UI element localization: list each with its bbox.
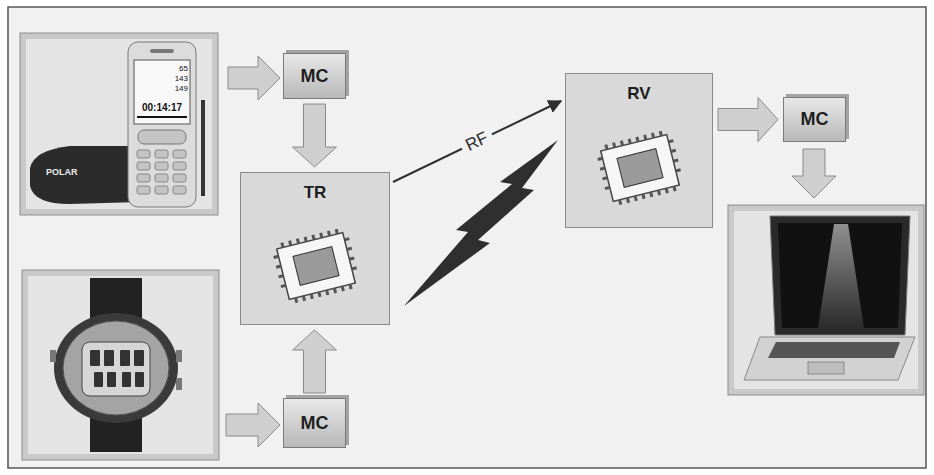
node-label: RV [627, 84, 650, 104]
display-reading: 00:14:17 [135, 102, 189, 113]
keypad [137, 150, 186, 194]
block-arrow [293, 330, 337, 393]
unit-box: TR [240, 172, 390, 325]
outer-frame [8, 7, 926, 468]
picture-frame [20, 33, 218, 215]
mc-box: MC [783, 97, 846, 142]
node-label: MC [301, 66, 329, 87]
phone-speaker [150, 49, 174, 53]
unit-ground [240, 172, 390, 325]
brand-text: POLAR [46, 167, 90, 177]
watch-button [50, 350, 56, 362]
rf-module [595, 128, 686, 207]
chest-strap [30, 146, 140, 204]
watch-case [54, 313, 178, 423]
laptop-screen [778, 223, 902, 328]
picture-frame [728, 205, 924, 395]
display-reading: 149 [158, 84, 188, 93]
mc-box: MC [283, 398, 346, 448]
watch-illustration [22, 270, 219, 460]
nav-key [138, 130, 186, 144]
picture-ground [26, 39, 212, 209]
block-arrow [293, 104, 337, 167]
screen-glow [818, 224, 864, 328]
watch-button [176, 350, 182, 362]
unit-box: RV [565, 73, 713, 228]
picture-ground [28, 276, 213, 454]
phone-body [128, 42, 196, 207]
unit-ground [565, 73, 713, 228]
display-reading: 65 [158, 64, 188, 73]
laptop-touchpad [808, 362, 844, 374]
laptop-keyboard [768, 342, 900, 358]
laptop-lid [770, 216, 910, 335]
watch-bezel [63, 321, 169, 415]
picture-ground [734, 211, 918, 389]
phone-screen [134, 60, 190, 124]
display-reading: 143 [158, 74, 188, 83]
watch-button [176, 378, 182, 390]
edge-label: RF [458, 125, 496, 158]
picture-frame [22, 270, 219, 460]
laptop-base [744, 337, 915, 380]
watch-display [82, 342, 150, 396]
block-arrow [718, 98, 778, 142]
block-arrow [226, 56, 836, 447]
node-label: MC [301, 413, 329, 434]
node-label: TR [304, 183, 327, 203]
phone-illustration [20, 33, 218, 215]
laptop-illustration [728, 205, 924, 395]
display-segments [90, 350, 144, 387]
side-bar [201, 100, 205, 196]
rf-module [271, 226, 362, 305]
mc-box: MC [283, 53, 346, 99]
screen-rule [137, 116, 187, 118]
node-label: MC [801, 109, 829, 130]
signal-arrow [393, 101, 561, 182]
